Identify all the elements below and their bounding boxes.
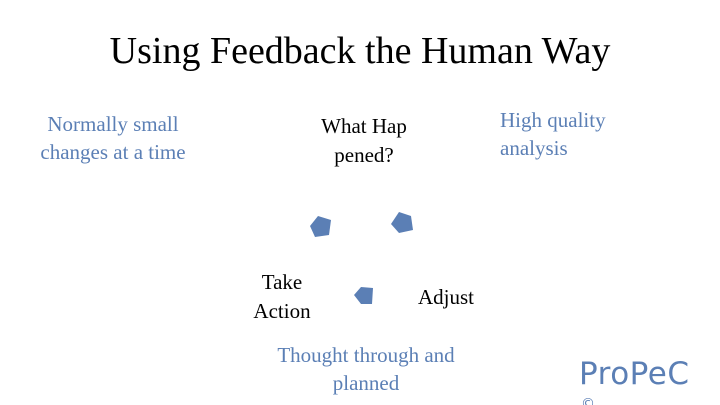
brand-logo-cutoff: © [581,396,595,405]
cycle-node-what-happened-text: What Happened? [321,114,407,167]
cycle-node-adjust-text: Adjust [417,285,474,309]
cycle-node-what-happened: What Happened? [321,112,407,170]
cycle-node-adjust: Adjust [404,283,488,312]
cycle-node-take-action-text: Take Action [253,270,311,323]
cycle-arrow-right-icon [391,212,413,233]
cycle-node-take-action: Take Action [240,268,324,326]
slide-title: Using Feedback the Human Way [109,30,611,72]
note-planned: Thought through and planned [276,341,456,397]
cycle-arrow-left-icon [310,216,331,237]
note-high-quality-text: High quality analysis [500,108,606,160]
note-small-changes-text: Normally small changes at a time [40,112,186,164]
note-high-quality: High quality analysis [500,106,640,162]
note-small-changes: Normally small changes at a time [28,110,198,166]
brand-logo: ProPeC [579,356,690,392]
cycle-arrow-bottom-icon [354,287,373,304]
note-planned-text: Thought through and planned [277,343,455,395]
